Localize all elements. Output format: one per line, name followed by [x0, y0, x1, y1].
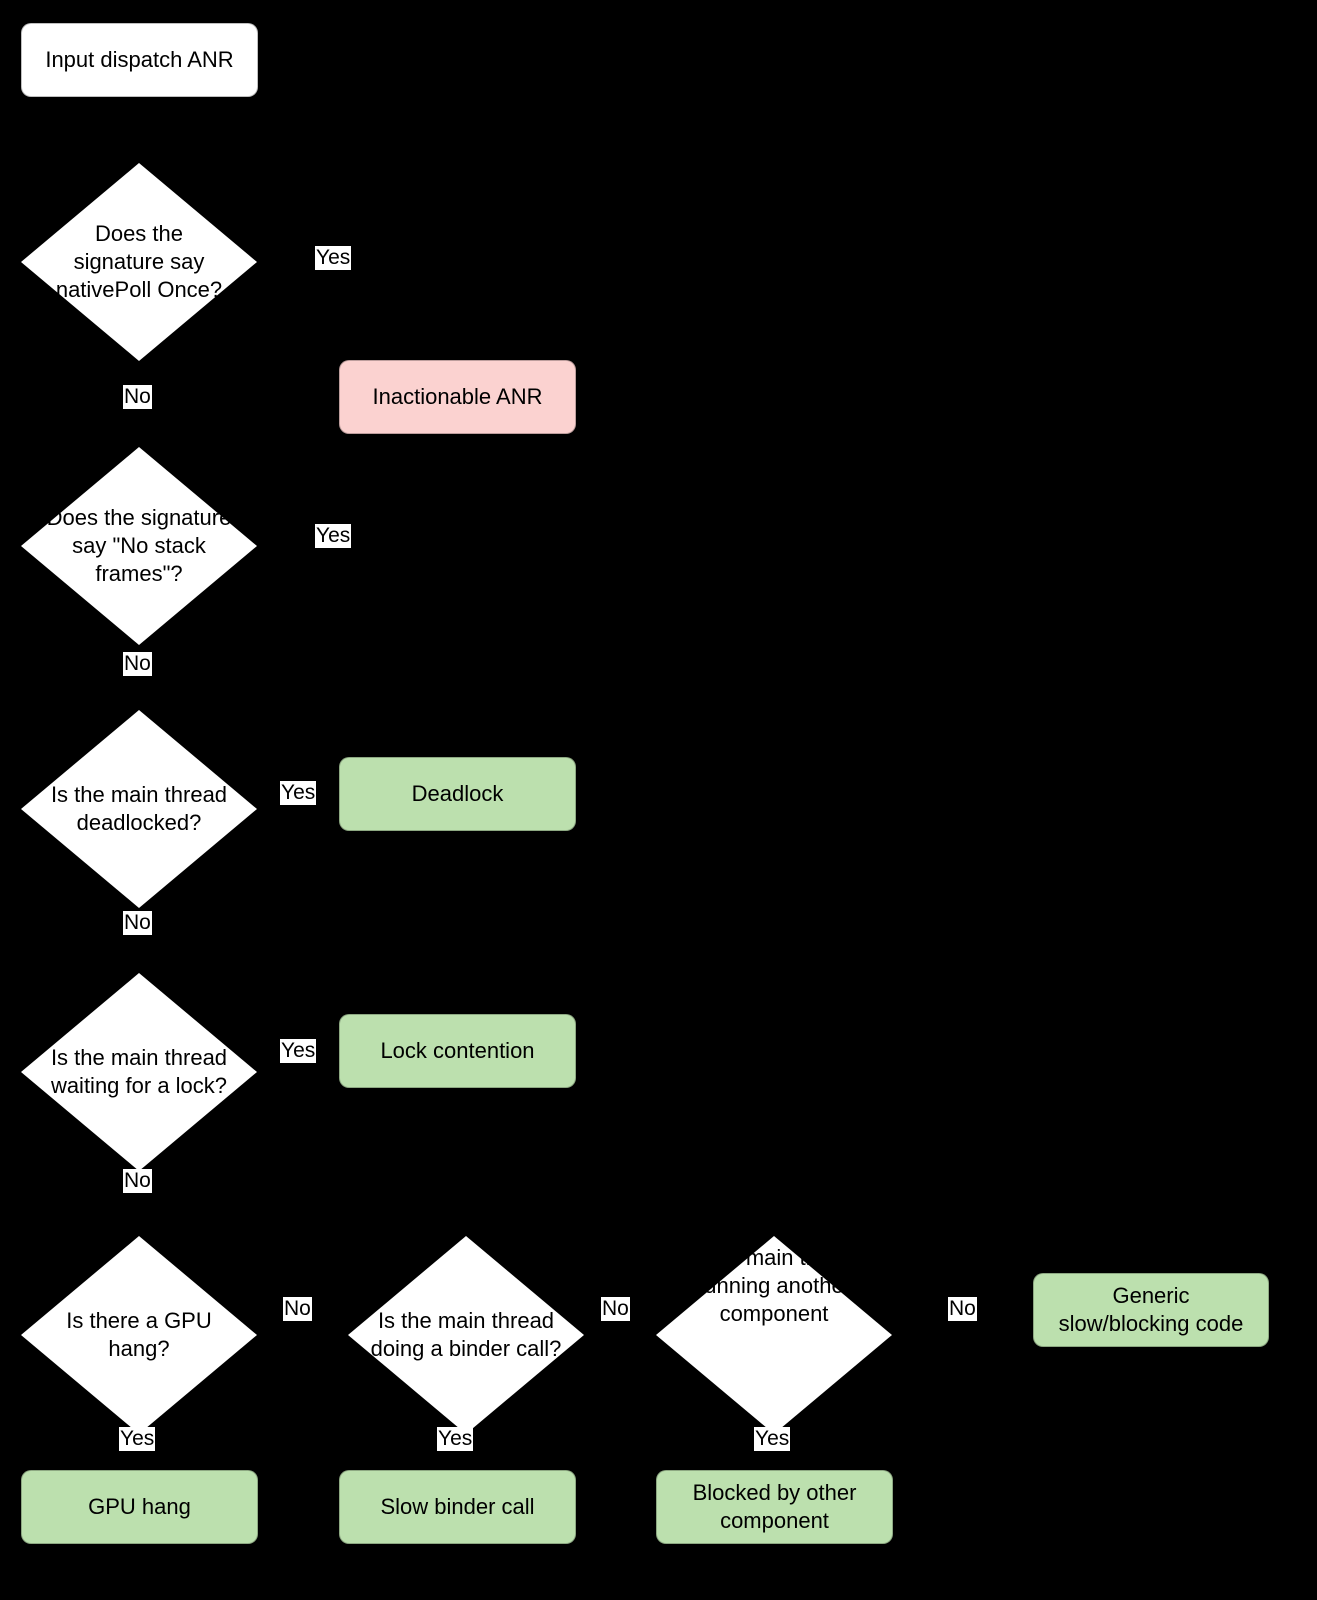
- diamond-shape: [656, 1236, 892, 1434]
- node-input-dispatch-anr[interactable]: Input dispatch ANR: [21, 23, 258, 97]
- node-q-nativepollonce[interactable]: Does the signature say nativePoll Once?: [21, 163, 257, 361]
- edge-label-nostackframes-yes: Yes: [315, 524, 352, 549]
- node-q-other-component[interactable]: Is the main thread running another compo…: [656, 1236, 892, 1434]
- node-q-binder-call[interactable]: Is the main thread doing a binder call?: [348, 1236, 584, 1434]
- edge-label-nostackframes-no: No: [123, 652, 152, 677]
- node-label: Inactionable ANR: [372, 383, 543, 409]
- diamond-shape: [21, 973, 257, 1171]
- diamond-shape: [21, 163, 257, 361]
- edge-label-nativepollonce-no: No: [123, 385, 152, 410]
- edge-label-binder-call-no: No: [601, 1297, 630, 1322]
- diamond-shape: [348, 1236, 584, 1434]
- node-q-waiting-for-lock[interactable]: Is the main thread waiting for a lock?: [21, 973, 257, 1171]
- node-lock-contention[interactable]: Lock contention: [339, 1014, 576, 1088]
- node-deadlock[interactable]: Deadlock: [339, 757, 576, 831]
- node-label: Input dispatch ANR: [45, 46, 234, 72]
- edge-label-gpu-hang-no: No: [283, 1297, 312, 1322]
- node-label: GPU hang: [88, 1493, 191, 1519]
- edge-label-other-component-yes: Yes: [754, 1427, 791, 1452]
- node-q-deadlocked[interactable]: Is the main thread deadlocked?: [21, 710, 257, 908]
- node-label: Blocked by other component: [692, 1479, 857, 1533]
- node-label: Generic slow/blocking code: [1058, 1282, 1244, 1336]
- node-q-no-stack-frames[interactable]: Does the signature say "No stack frames"…: [21, 447, 257, 645]
- node-label: Lock contention: [380, 1037, 535, 1063]
- node-label: Slow binder call: [380, 1493, 535, 1519]
- edge-label-deadlocked-yes: Yes: [280, 781, 317, 806]
- diamond-shape: [21, 710, 257, 908]
- node-gpu-hang[interactable]: GPU hang: [21, 1470, 258, 1544]
- node-q-gpu-hang[interactable]: Is there a GPU hang?: [21, 1236, 257, 1434]
- edge-label-other-component-no: No: [948, 1297, 977, 1322]
- node-blocked-by-other-component[interactable]: Blocked by other component: [656, 1470, 893, 1544]
- node-label: Deadlock: [411, 780, 504, 806]
- edge-label-waiting-lock-no: No: [123, 1169, 152, 1194]
- node-slow-binder-call[interactable]: Slow binder call: [339, 1470, 576, 1544]
- edge-label-waiting-lock-yes: Yes: [280, 1039, 317, 1064]
- node-inactionable-anr[interactable]: Inactionable ANR: [339, 360, 576, 434]
- node-generic-slow-blocking-code[interactable]: Generic slow/blocking code: [1033, 1273, 1269, 1347]
- diamond-shape: [21, 447, 257, 645]
- edge-label-deadlocked-no: No: [123, 911, 152, 936]
- edge-label-gpu-hang-yes: Yes: [119, 1427, 156, 1452]
- edge-label-nativepollonce-yes: Yes: [315, 246, 352, 271]
- edge-label-binder-call-yes: Yes: [437, 1427, 474, 1452]
- diamond-shape: [21, 1236, 257, 1434]
